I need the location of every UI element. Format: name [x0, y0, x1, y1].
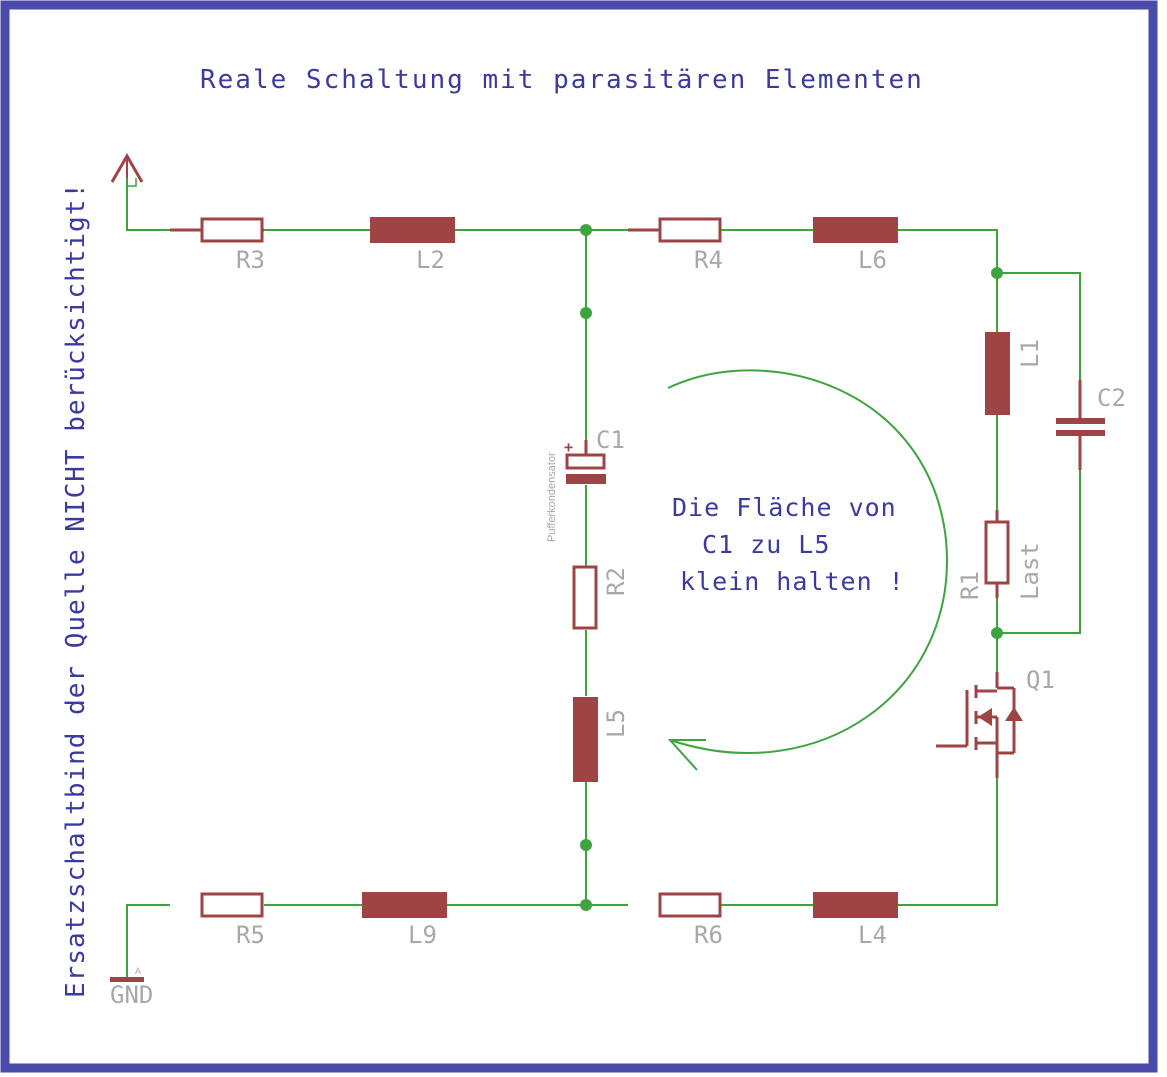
resistor-r4[interactable]: [658, 217, 722, 243]
loop-note-line2: C1 zu L5: [702, 530, 830, 559]
wire-supply-in: [126, 178, 170, 231]
side-note: Ersatzschaltbind der Quelle NICHT berück…: [61, 182, 91, 998]
wire-gnd: [126, 904, 170, 978]
junction-dot: [991, 627, 1003, 639]
c1-plus-sign: +: [564, 438, 573, 456]
label-l6: L6: [858, 246, 887, 274]
label-q1: Q1: [1026, 666, 1055, 694]
capacitor-c2[interactable]: [1056, 418, 1105, 424]
loop-note-line1: Die Fläche von: [672, 493, 897, 522]
mosfet-q1[interactable]: [936, 672, 1023, 778]
capacitor-c1-plate: [566, 474, 606, 484]
label-l5: L5: [602, 709, 630, 738]
current-loop-arc: [667, 369, 948, 754]
label-l9: L9: [408, 921, 437, 949]
junctions: [580, 224, 1003, 911]
resistor-r3[interactable]: [200, 217, 264, 243]
label-c2: C2: [1097, 384, 1126, 412]
wire-l6-l1: [898, 229, 998, 332]
label-c1-note: Pufferkondensator: [546, 452, 558, 542]
inductor-l9[interactable]: [362, 892, 447, 918]
label-r1-value: Last: [1016, 542, 1044, 600]
junction-dot: [580, 307, 592, 319]
label-r6: R6: [694, 921, 723, 949]
q1-body-arrow-icon: [978, 708, 992, 726]
inductor-l4[interactable]: [813, 892, 898, 918]
capacitor-c2-plate: [1056, 430, 1105, 436]
current-loop-arrowhead-icon: [667, 739, 706, 771]
label-gnd: GND: [110, 981, 153, 1009]
loop-note-line3: klein halten !: [680, 567, 905, 596]
label-r2: R2: [602, 567, 630, 596]
inductor-l5[interactable]: [573, 697, 598, 782]
label-c1: C1: [596, 426, 625, 454]
label-l2: L2: [416, 246, 445, 274]
label-l1: L1: [1016, 339, 1044, 368]
label-r4: R4: [694, 246, 723, 274]
label-r5: R5: [236, 921, 265, 949]
ground-symbol-icon[interactable]: [110, 977, 144, 982]
supply-arrow-tick: [127, 178, 137, 187]
label-r3: R3: [236, 246, 265, 274]
resistor-r6[interactable]: [658, 892, 722, 918]
q1-diode-arrow-icon: [1005, 707, 1023, 721]
resistor-r5[interactable]: [200, 892, 264, 918]
capacitor-c1[interactable]: [565, 453, 606, 470]
wire-c2-bottom: [996, 450, 1081, 634]
resistor-r2[interactable]: [572, 565, 598, 630]
junction-dot: [580, 224, 592, 236]
junction-dot: [580, 839, 592, 851]
inductor-l1[interactable]: [985, 332, 1010, 415]
schematic-title: Reale Schaltung mit parasitären Elemente…: [200, 65, 924, 95]
wire-c2-top: [997, 272, 1081, 380]
wire-q1-l4: [898, 778, 998, 906]
label-l4: L4: [858, 921, 887, 949]
junction-dot: [991, 267, 1003, 279]
inductor-l2[interactable]: [370, 217, 455, 243]
inductor-l6[interactable]: [813, 217, 898, 243]
resistor-r1-load[interactable]: [984, 520, 1010, 585]
label-r1: R1: [956, 571, 984, 600]
label-gnd-small: A: [135, 966, 141, 976]
junction-dot: [580, 899, 592, 911]
